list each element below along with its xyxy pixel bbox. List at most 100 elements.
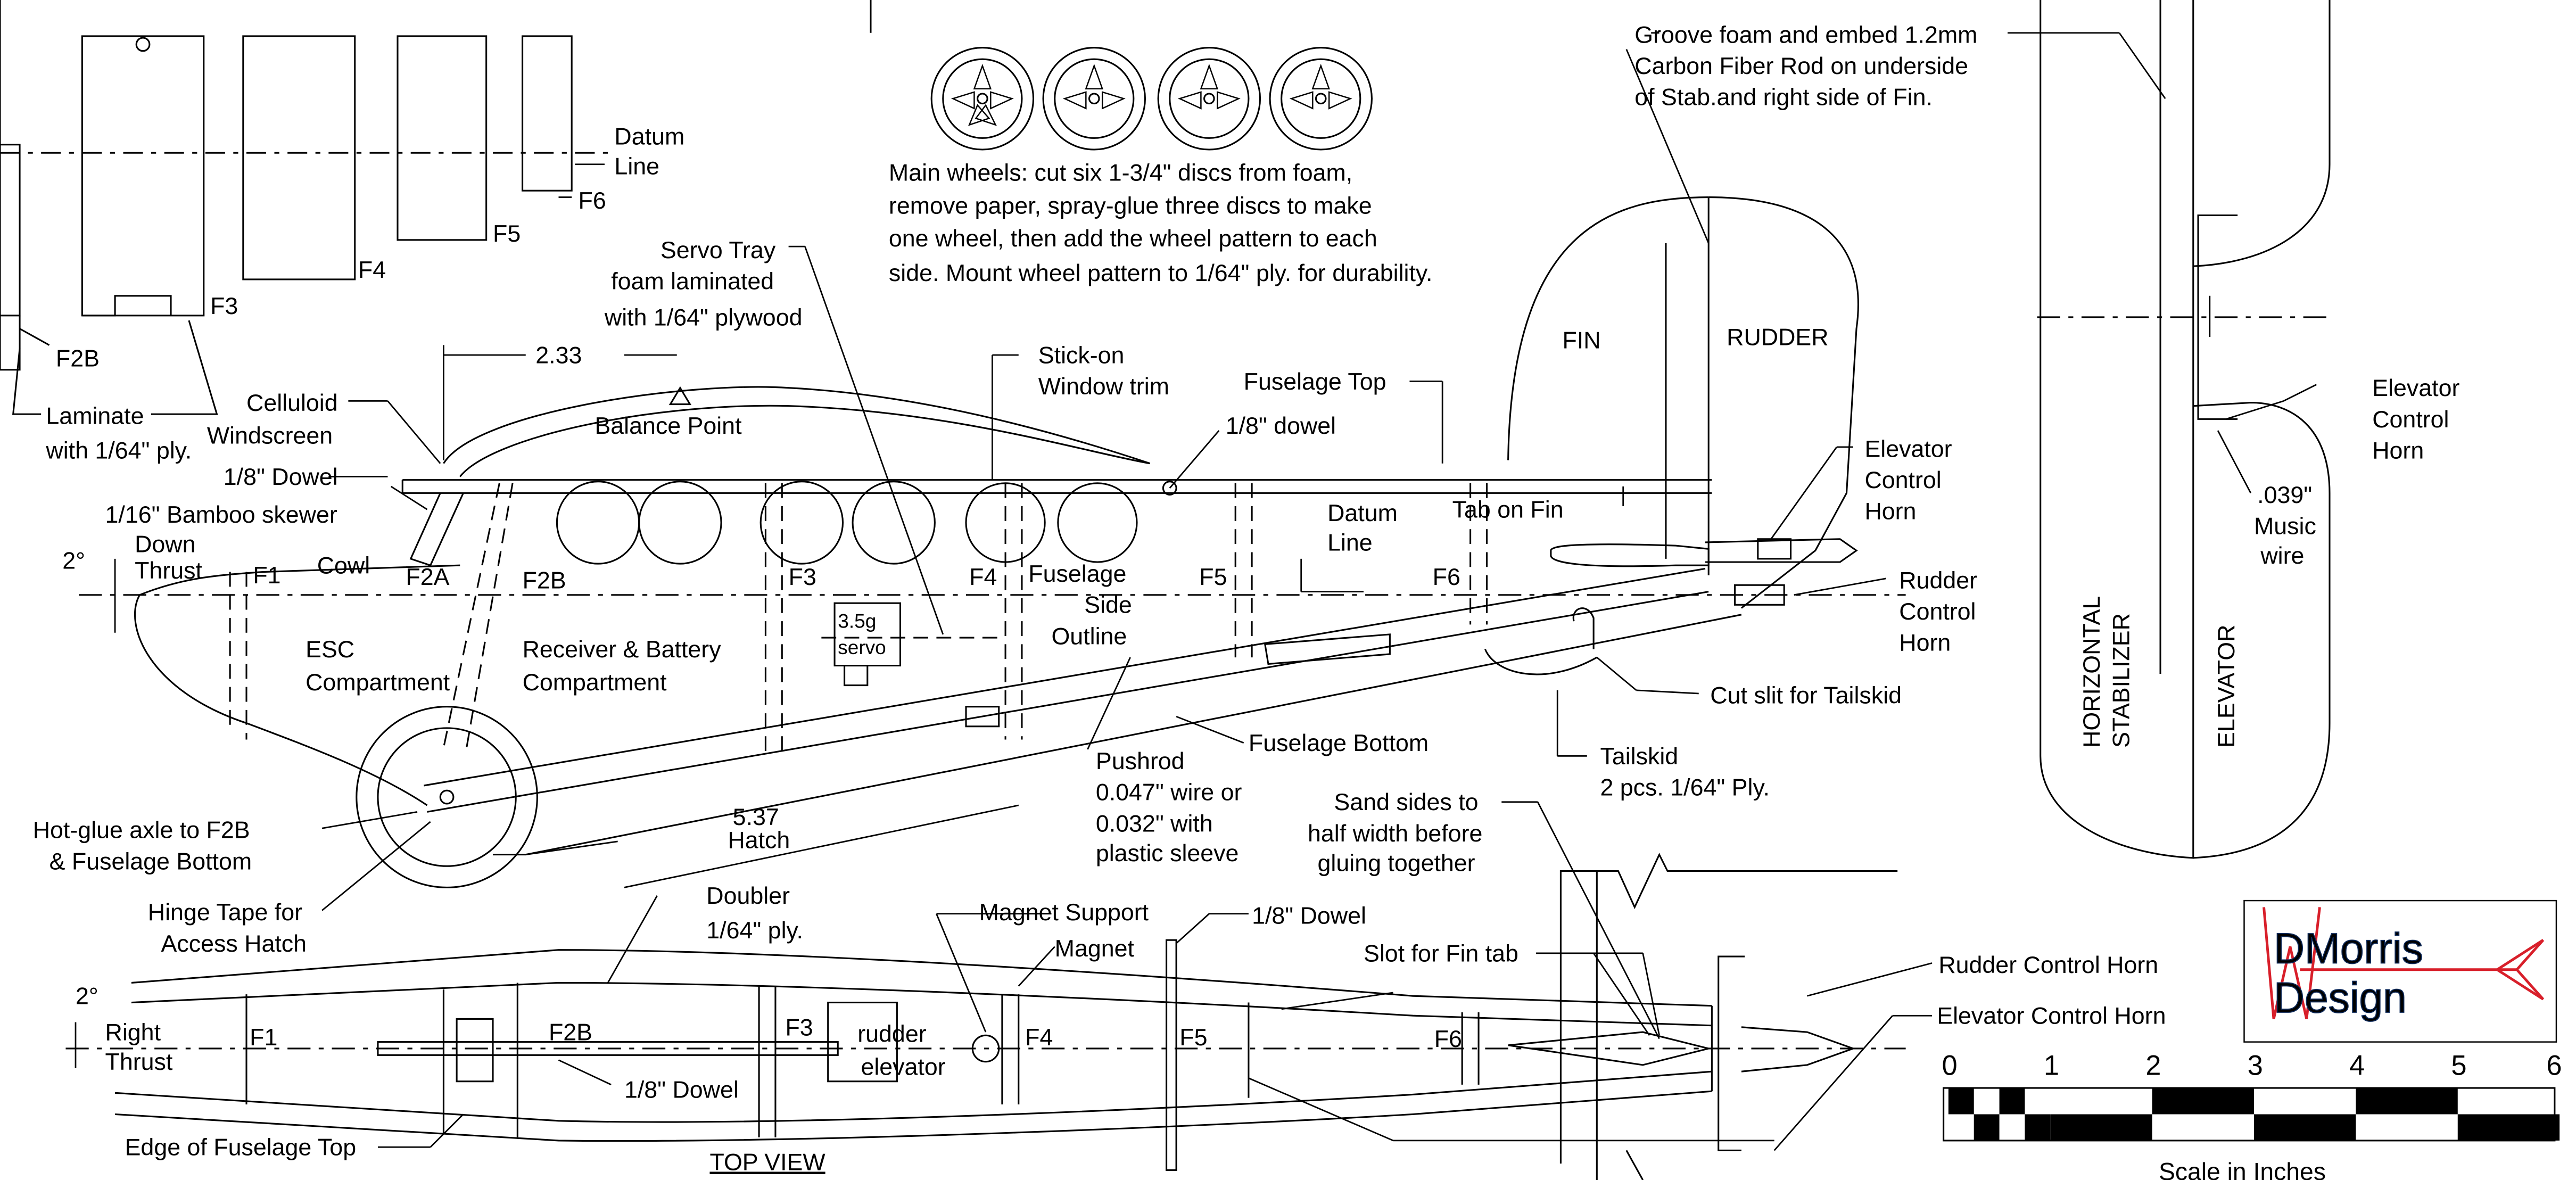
- right-thrust-label: Thrust: [105, 1049, 173, 1075]
- sand-sides-label: gluing together: [1318, 849, 1475, 876]
- datum-line-side-label: Line: [1327, 529, 1373, 556]
- elevator-control-horn-label: Elevator Control Horn: [1937, 1003, 2166, 1029]
- edge-fuselage-top-label: Edge of Fuselage Top: [125, 1134, 357, 1161]
- dimension-537: 5.37: [733, 804, 779, 830]
- hinge-tape-label: Hinge Tape for: [148, 899, 302, 926]
- sand-sides-label: Sand sides to: [1334, 789, 1478, 815]
- f2b-label: F2B: [523, 567, 566, 593]
- former-templates: [0, 0, 872, 415]
- groove-note: Carbon Fiber Rod on underside: [1634, 53, 1968, 79]
- scale-block: [2457, 1114, 2560, 1141]
- f5-top-label: F5: [1179, 1024, 1207, 1051]
- f4-label: F4: [969, 564, 997, 590]
- f6-template-label: F6: [579, 187, 606, 214]
- horizontal-stabilizer-label: STABILIZER: [2108, 613, 2134, 748]
- leader-lines: [75, 32, 2317, 1151]
- scale-block: [1999, 1088, 2025, 1115]
- scale-block: [2254, 1114, 2356, 1141]
- fin-label: FIN: [1562, 327, 1600, 354]
- scale-block: [1948, 1088, 1974, 1115]
- f1-top-label: F1: [250, 1024, 277, 1051]
- dowel-top-view-label: 1/8" Dowel: [1252, 902, 1366, 929]
- doubler-label: 1/64" ply.: [706, 917, 803, 944]
- magnet-label: Magnet: [1055, 935, 1135, 962]
- rudder-label: RUDDER: [1727, 324, 1828, 350]
- down-thrust-label: Thrust: [135, 557, 202, 584]
- groove-note: Groove foam and embed 1.2mm: [1634, 21, 1977, 48]
- rudder-servo-label: rudder: [857, 1021, 926, 1047]
- scale-block: [2025, 1114, 2051, 1141]
- stabilizer-view: [2037, 0, 2333, 859]
- servo-label: 3.5g: [838, 610, 876, 632]
- scale-tick-label: 0: [1942, 1050, 1958, 1081]
- servo-tray-label: with 1/64" plywood: [604, 304, 803, 331]
- f6-label: F6: [1433, 564, 1460, 590]
- scale-tick-label: 3: [2248, 1050, 2263, 1081]
- music-wire-label: wire: [2260, 542, 2304, 569]
- svg-text:Design: Design: [2274, 974, 2407, 1022]
- elevator-label: ELEVATOR: [2213, 625, 2240, 748]
- f1-label: F1: [253, 562, 280, 589]
- elevator-servo-label: elevator: [861, 1053, 945, 1080]
- top-view-title: TOP VIEW: [709, 1149, 825, 1175]
- f3-top-label: F3: [785, 1014, 813, 1041]
- elevator-horn-label: Control: [1864, 467, 1941, 493]
- laminate-label: Laminate: [46, 403, 144, 430]
- scale-block: [2050, 1114, 2152, 1141]
- f6-top-label: F6: [1434, 1026, 1462, 1052]
- window-trim-label: Window trim: [1038, 373, 1169, 400]
- pushrod-label: 0.032" with: [1096, 810, 1213, 837]
- f3-template-label: F3: [210, 293, 238, 319]
- f2b-template-label: F2B: [56, 345, 100, 372]
- receiver-compartment-label: Receiver & Battery: [523, 636, 722, 663]
- f3-label: F3: [789, 564, 816, 590]
- scale-block: [2356, 1088, 2458, 1115]
- magnet-support-label: Magnet Support: [979, 899, 1149, 926]
- hatch-label: Hatch: [728, 827, 790, 853]
- hot-glue-label: & Fuselage Bottom: [49, 848, 252, 874]
- side-outline-label: Side: [1084, 592, 1132, 618]
- esc-compartment-label: Compartment: [306, 669, 450, 696]
- fuselage-side-view: [79, 196, 1906, 888]
- music-wire-label: Music: [2254, 513, 2316, 540]
- f2a-label: F2A: [406, 564, 449, 590]
- svg-text:DMorris: DMorris: [2274, 925, 2423, 972]
- dimension-233: 2.33: [535, 342, 582, 368]
- stab-horn-label: Horn: [2372, 437, 2424, 464]
- dmorris-design-logo: DMorris Design: [2243, 900, 2557, 1043]
- f2b-top-label: F2B: [549, 1019, 592, 1046]
- wheels-note: one wheel, then add the wheel pattern to…: [889, 225, 1377, 252]
- datum-line-label: Datum: [614, 123, 684, 150]
- groove-note: of Stab.and right side of Fin.: [1634, 84, 1933, 111]
- wheels-note: side. Mount wheel pattern to 1/64" ply. …: [889, 260, 1432, 286]
- scale-tick-label: 2: [2145, 1050, 2161, 1081]
- tailskid-label: Tailskid: [1600, 743, 1678, 770]
- scale-tick-label: 4: [2349, 1050, 2365, 1081]
- hot-glue-label: Hot-glue axle to F2B: [33, 817, 250, 844]
- wheels-note: Main wheels: cut six 1-3/4" discs from f…: [889, 160, 1352, 186]
- datum-line-label: Line: [614, 153, 659, 179]
- f5-template-label: F5: [493, 220, 521, 247]
- f4-top-label: F4: [1025, 1024, 1053, 1051]
- wheel-patterns: [930, 47, 1373, 151]
- dowel-top-view-label-2: 1/8" Dowel: [624, 1077, 739, 1103]
- angle-label: 2°: [62, 547, 85, 574]
- sand-sides-label: half width before: [1308, 820, 1482, 847]
- side-outline-label: Outline: [1052, 623, 1127, 649]
- top-angle-label: 2°: [76, 983, 98, 1010]
- scale-block: [2152, 1088, 2254, 1115]
- servo-tray-label: Servo Tray: [660, 237, 776, 263]
- slot-fin-label: Slot for Fin tab: [1364, 940, 1518, 967]
- wheels-note: remove paper, spray-glue three discs to …: [889, 192, 1372, 219]
- scale-tick-label: 1: [2044, 1050, 2059, 1081]
- elevator-horn-label: Horn: [1864, 498, 1916, 525]
- scale-tick-label: 6: [2546, 1050, 2562, 1081]
- esc-compartment-label: ESC: [306, 636, 354, 663]
- datum-line-side-label: Datum: [1327, 500, 1398, 526]
- receiver-compartment-label: Compartment: [523, 669, 667, 696]
- f5-label: F5: [1199, 564, 1227, 590]
- rudder-horn-label: Rudder: [1899, 567, 1977, 593]
- rudder-horn-label: Control: [1899, 598, 1976, 625]
- tab-on-fin-label: Tab on Fin: [1452, 497, 1564, 523]
